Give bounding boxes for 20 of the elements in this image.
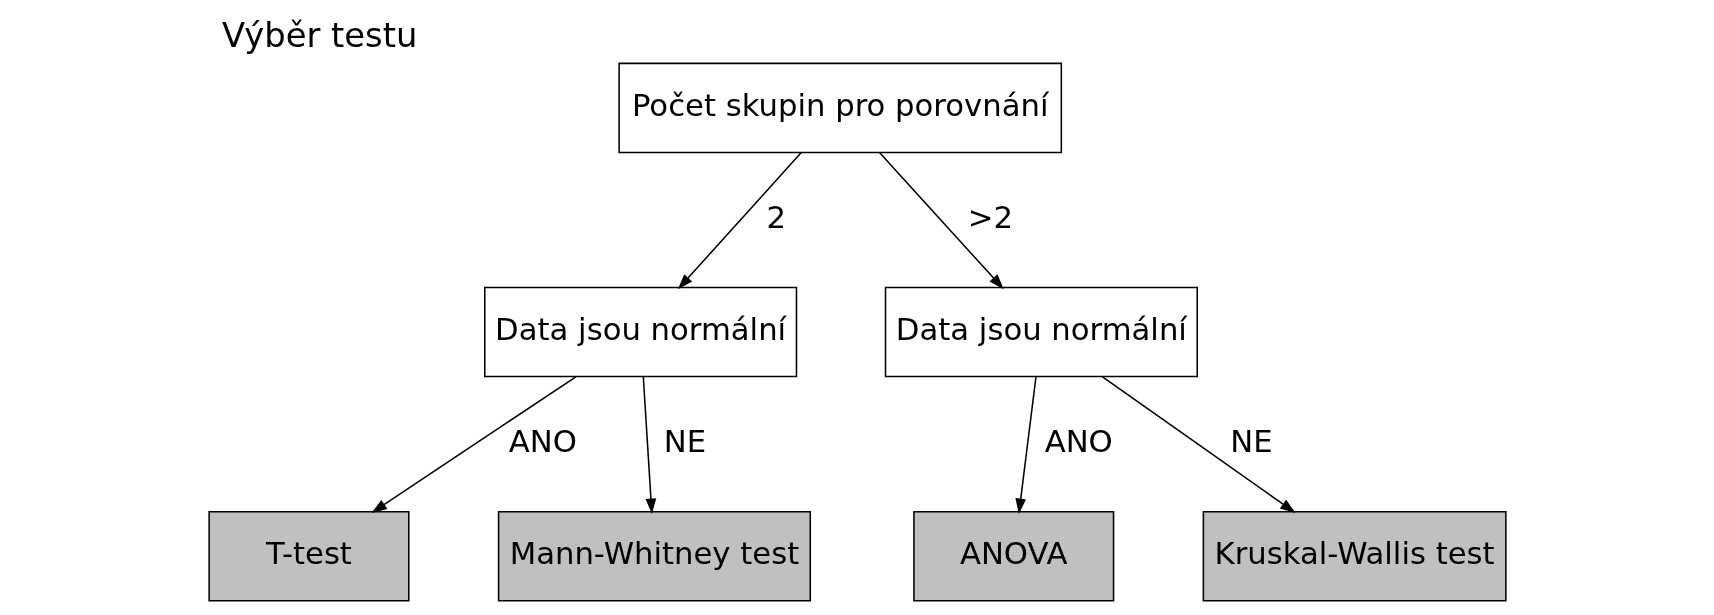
arrow [1014,376,1037,514]
node-box: Data jsou normální [884,286,1198,378]
diagram-title: Výběr testu [221,16,417,56]
arrow [371,376,577,513]
edge-label: ANO [1044,423,1113,459]
node-box: Kruskal-Wallis test [1202,510,1507,602]
edge-label: NE [1229,423,1273,459]
edge-label: >2 [967,199,1013,235]
arrow [878,151,1004,290]
arrow [642,376,656,514]
node-box: T-test [207,510,409,602]
edge-label: ANO [508,423,577,459]
node-box: ANOVA [912,510,1114,602]
edge-label: 2 [765,199,786,235]
edge-label: NE [663,423,706,459]
node-box: Počet skupin pro porovnání [617,62,1062,154]
node-box: Data jsou normální [483,286,797,378]
arrow [677,151,802,290]
node-box: Mann-Whitney test [497,510,811,602]
arrow [1101,376,1296,513]
